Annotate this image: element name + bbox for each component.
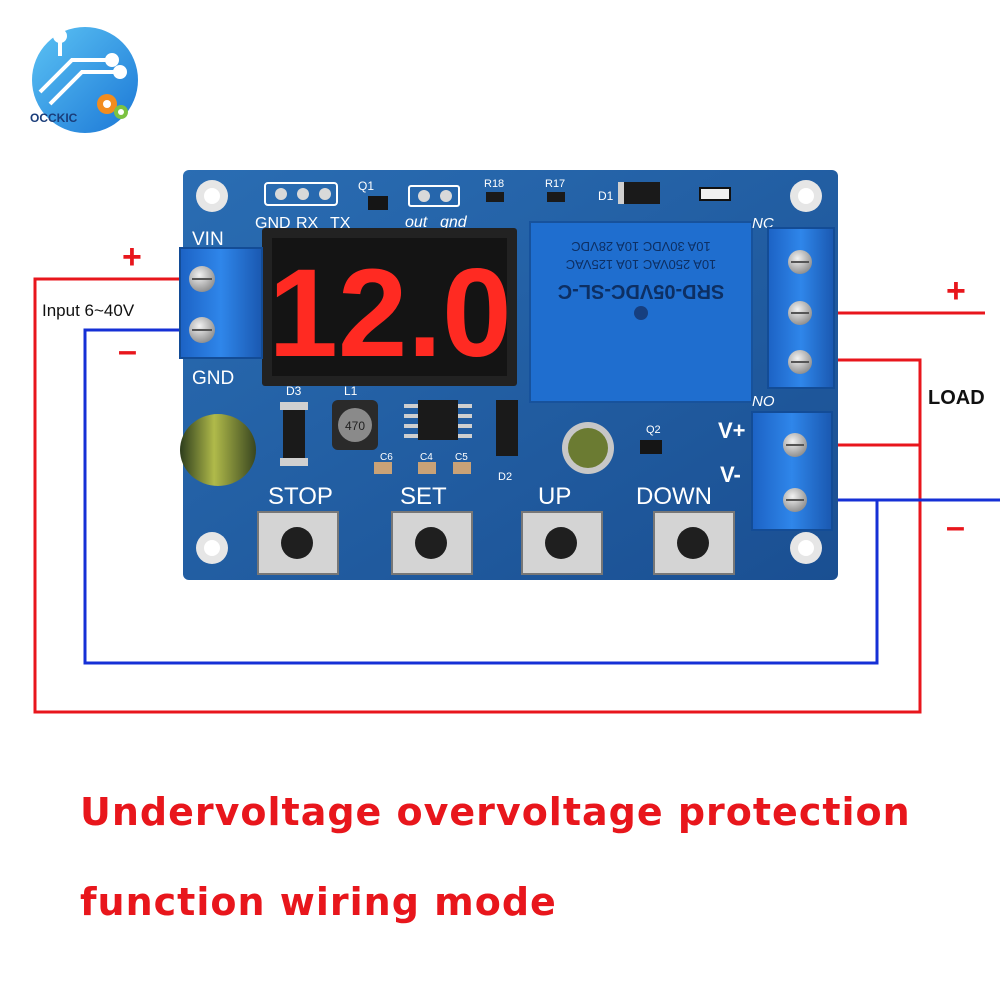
- button-label: UP: [538, 483, 571, 510]
- resistor-r17: R17: [545, 178, 565, 202]
- header-pin-label: TX: [330, 215, 351, 232]
- button-label: DOWN: [636, 483, 712, 510]
- gear-icon: [97, 94, 117, 114]
- button-label: STOP: [268, 483, 333, 510]
- inductor-l1: 470 L1: [332, 384, 378, 450]
- ref-label: C6: [380, 452, 393, 463]
- ref-label: R17: [545, 178, 565, 190]
- diode-d1: D1: [598, 182, 731, 204]
- transistor-q2: Q2: [640, 424, 662, 454]
- down-button[interactable]: DOWN: [636, 483, 735, 575]
- seven-segment-display: 12.0: [262, 228, 517, 386]
- serial-header: GND RX TX: [255, 182, 351, 232]
- brand-name: OCCKIC: [30, 111, 78, 125]
- gear-icon: [114, 105, 128, 119]
- relay-output-terminal: [767, 227, 835, 389]
- small-capacitors: C6 C4 C5: [374, 452, 471, 474]
- display-value: 12.0: [268, 244, 511, 383]
- load-minus-sign: –: [946, 508, 965, 546]
- ref-label: C5: [455, 452, 468, 463]
- resistor-r18: R18: [484, 178, 504, 202]
- vplus-label: V+: [718, 418, 746, 443]
- input-minus-sign: –: [118, 332, 137, 370]
- caption-line-1: Undervoltage overvoltage protection: [80, 790, 911, 834]
- transistor-q1: Q1: [358, 179, 388, 210]
- no-label: NO: [752, 393, 775, 410]
- relay-rating: 10A 250VAC 10A 125VAC: [566, 257, 717, 272]
- relay-model: SRD-05VDC-SL-C: [558, 280, 725, 302]
- mounting-holes: [196, 180, 822, 564]
- ref-label: D1: [598, 189, 614, 203]
- caption-line-2: function wiring mode: [80, 880, 557, 924]
- relay-module-board: GND RX TX Q1 out gnd R18 R17: [179, 170, 838, 580]
- header-pin-label: RX: [296, 215, 319, 232]
- circuit-icon: [38, 29, 127, 106]
- vin-label: VIN: [192, 229, 224, 250]
- ref-label: Q2: [646, 424, 661, 436]
- input-terminal: [179, 247, 263, 359]
- ref-label: Q1: [358, 179, 374, 193]
- input-label-background: [38, 296, 164, 322]
- input-positive-wire: [33, 277, 922, 714]
- ref-label: R18: [484, 178, 504, 190]
- load-plus-sign: +: [946, 272, 966, 310]
- output-header: out gnd: [405, 185, 468, 231]
- relay-rating: 10A 30VDC 10A 28VDC: [571, 239, 710, 254]
- gnd-pin-label: gnd: [440, 214, 468, 231]
- ref-label: D3: [286, 384, 302, 398]
- up-button[interactable]: UP: [521, 483, 603, 575]
- ic-chip: [404, 400, 472, 440]
- diode-d3: D3: [280, 384, 308, 466]
- voltage-sense-terminal: [751, 411, 833, 531]
- relay: SRD-05VDC-SL-C 10A 250VAC 10A 125VAC 10A…: [529, 221, 753, 403]
- inductor-code: 470: [345, 419, 365, 433]
- input-voltage-label: Input 6~40V: [42, 301, 135, 320]
- input-plus-sign: +: [122, 238, 142, 276]
- brand-logo: OCCKIC: [30, 27, 138, 133]
- stop-button[interactable]: STOP: [257, 483, 339, 575]
- buzzer: [562, 422, 614, 474]
- gnd-label: GND: [192, 368, 234, 389]
- input-negative-wire: [83, 328, 879, 665]
- set-button[interactable]: SET: [391, 483, 473, 575]
- header-pin-label: GND: [255, 215, 291, 232]
- button-label: SET: [400, 483, 447, 510]
- electrolytic-capacitor: [180, 414, 256, 486]
- ref-label: C4: [420, 452, 433, 463]
- ref-label: L1: [344, 384, 358, 398]
- load-label: LOAD: [928, 387, 985, 409]
- ref-label: D2: [498, 471, 512, 483]
- vminus-label: V-: [720, 462, 741, 487]
- out-pin-label: out: [405, 214, 428, 231]
- diode-d2: D2: [496, 400, 518, 483]
